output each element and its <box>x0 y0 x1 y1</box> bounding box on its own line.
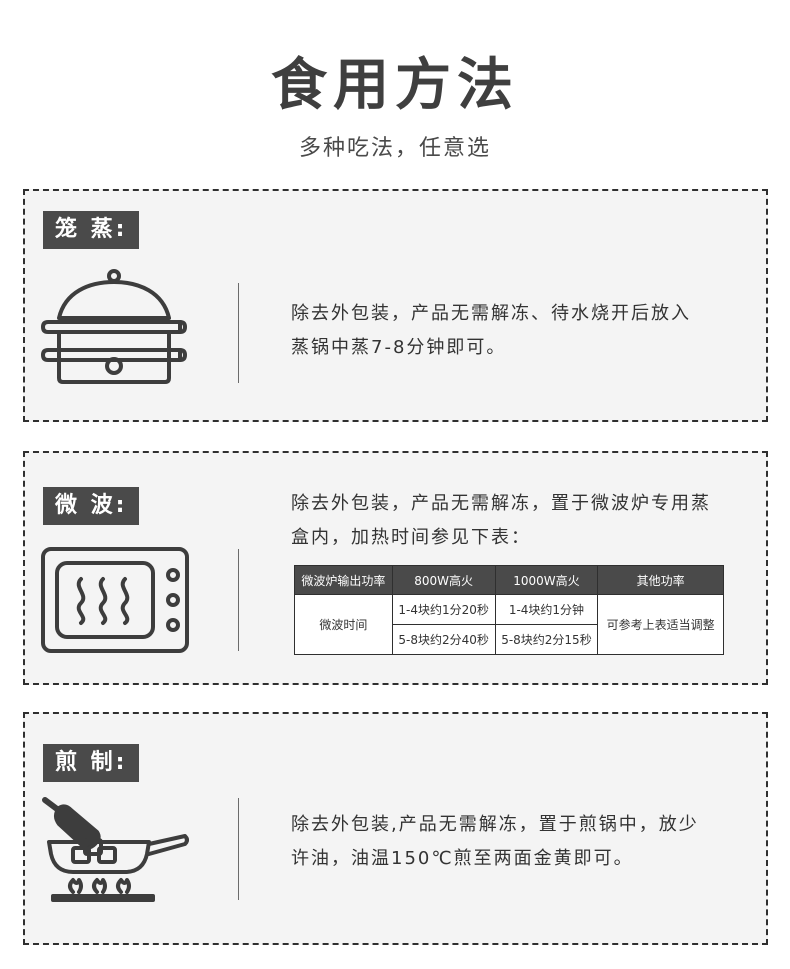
steam-text-line: 蒸锅中蒸7-8分钟即可。 <box>291 337 507 358</box>
table-row: 微波时间 1-4块约1分20秒 1-4块约1分钟 可参考上表适当调整 <box>294 594 724 655</box>
microwave-divider <box>238 549 239 651</box>
frying-text-line: 除去外包装,产品无需解冻，置于煎锅中，放少 <box>291 814 699 835</box>
page-title: 食用方法 <box>271 53 519 118</box>
frying-card: 煎 制: 除去外包装,产品无需解冻，置于煎锅中，放少 许油，油温150℃煎至两面… <box>23 712 768 945</box>
table-header-cell: 1000W高火 <box>494 565 599 595</box>
frying-text-line: 许油，油温150℃煎至两面金黄即可。 <box>291 848 634 869</box>
steam-description: 除去外包装，产品无需解冻、待水烧开后放入 蒸锅中蒸7-8分钟即可。 <box>291 297 751 365</box>
microwave-text-line: 除去外包装，产品无需解冻，置于微波炉专用蒸 <box>291 493 711 514</box>
steam-card: 笼 蒸: 除去外包装，产品无需解冻、待水烧开后放入 蒸锅中蒸7-8分钟即可。 <box>23 189 768 422</box>
table-cell: 5-8块约2分15秒 <box>494 624 599 655</box>
table-cell: 1-4块约1分钟 <box>494 594 599 625</box>
frying-tag: 煎 制: <box>43 744 140 782</box>
steamer-icon <box>39 266 189 392</box>
steam-text-line: 除去外包装，产品无需解冻、待水烧开后放入 <box>291 303 691 324</box>
table-header-cell: 800W高火 <box>391 565 496 595</box>
microwave-icon <box>39 545 191 659</box>
table-header-cell: 微波炉输出功率 <box>294 565 393 595</box>
microwave-tag: 微 波: <box>43 487 140 525</box>
steam-divider <box>238 283 239 383</box>
microwave-description: 除去外包装，产品无需解冻，置于微波炉专用蒸 盒内，加热时间参见下表： <box>291 487 751 555</box>
table-note-cell: 可参考上表适当调整 <box>597 594 724 655</box>
table-cell: 1-4块约1分20秒 <box>391 594 496 625</box>
table-header-cell: 其他功率 <box>597 565 724 595</box>
steam-tag: 笼 蒸: <box>43 211 140 249</box>
page-subtitle: 多种吃法，任意选 <box>298 136 491 161</box>
microwave-card: 微 波: 除去外包装，产品无需解冻，置于微波炉专用蒸 盒内，加热时间参见下表： … <box>23 451 768 685</box>
table-row-label: 微波时间 <box>294 594 393 655</box>
table-row: 5-8块约2分40秒 5-8块约2分15秒 <box>295 624 724 655</box>
table-cell: 5-8块约2分40秒 <box>391 624 496 655</box>
heating-time-table: 微波炉输出功率 800W高火 1000W高火 其他功率 微波时间 1-4块约1分… <box>294 565 724 655</box>
frying-divider <box>238 798 239 900</box>
frying-description: 除去外包装,产品无需解冻，置于煎锅中，放少 许油，油温150℃煎至两面金黄即可。 <box>291 808 751 876</box>
frying-pan-icon <box>39 794 189 908</box>
table-header-row: 微波炉输出功率 800W高火 1000W高火 其他功率 <box>294 565 724 595</box>
microwave-text-line: 盒内，加热时间参见下表： <box>291 527 531 548</box>
